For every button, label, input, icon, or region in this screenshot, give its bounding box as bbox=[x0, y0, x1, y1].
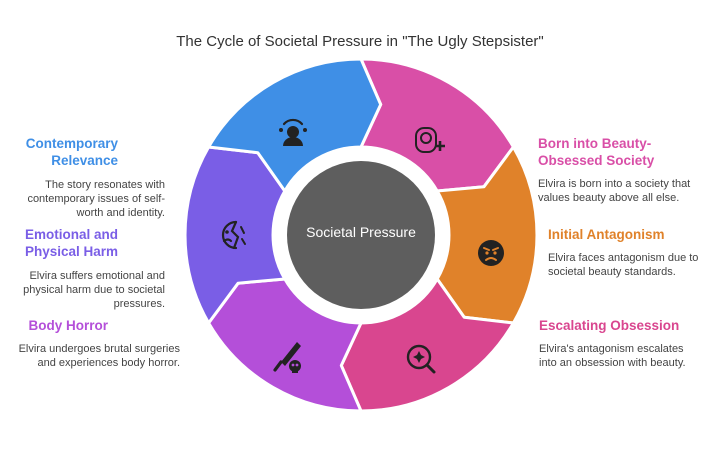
person-speaker-icon bbox=[279, 118, 307, 146]
stage-title-born: Born into Beauty-Obsessed Society bbox=[538, 136, 655, 168]
stage-title-harm: Emotional and Physical Harm bbox=[24, 227, 118, 259]
stage-title-initial: Initial Antagonism bbox=[548, 227, 665, 242]
cycle-segment-contemporary bbox=[207, 57, 383, 193]
magnifier-icon bbox=[406, 344, 436, 374]
stage-description-initial: Elvira faces antagonism due to societal … bbox=[548, 252, 699, 278]
stage-description-escalating: Elvira's antagonism escalates into an ob… bbox=[539, 343, 686, 369]
stage-description-body: Elvira undergoes brutal surgeries and ex… bbox=[18, 343, 180, 369]
stage-title-body: Body Horror bbox=[28, 318, 108, 333]
center-circle bbox=[287, 161, 435, 309]
diagram-title: The Cycle of Societal Pressure in "The U… bbox=[176, 33, 544, 50]
stage-description-born: Elvira is born into a society that value… bbox=[538, 178, 691, 204]
knife-skull-icon bbox=[273, 342, 301, 373]
center-label: Societal Pressure bbox=[306, 224, 416, 240]
stage-description-contemporary: The story resonates with contemporary is… bbox=[27, 179, 165, 219]
stage-description-harm: Elvira suffers emotional and physical ha… bbox=[23, 270, 165, 310]
stage-title-escalating: Escalating Obsession bbox=[539, 318, 680, 333]
baby-icon bbox=[415, 127, 445, 153]
stage-title-contemporary: Contemporary Relevance bbox=[25, 136, 118, 168]
harmed-face-icon bbox=[221, 220, 246, 250]
angry-face-icon bbox=[478, 240, 504, 266]
